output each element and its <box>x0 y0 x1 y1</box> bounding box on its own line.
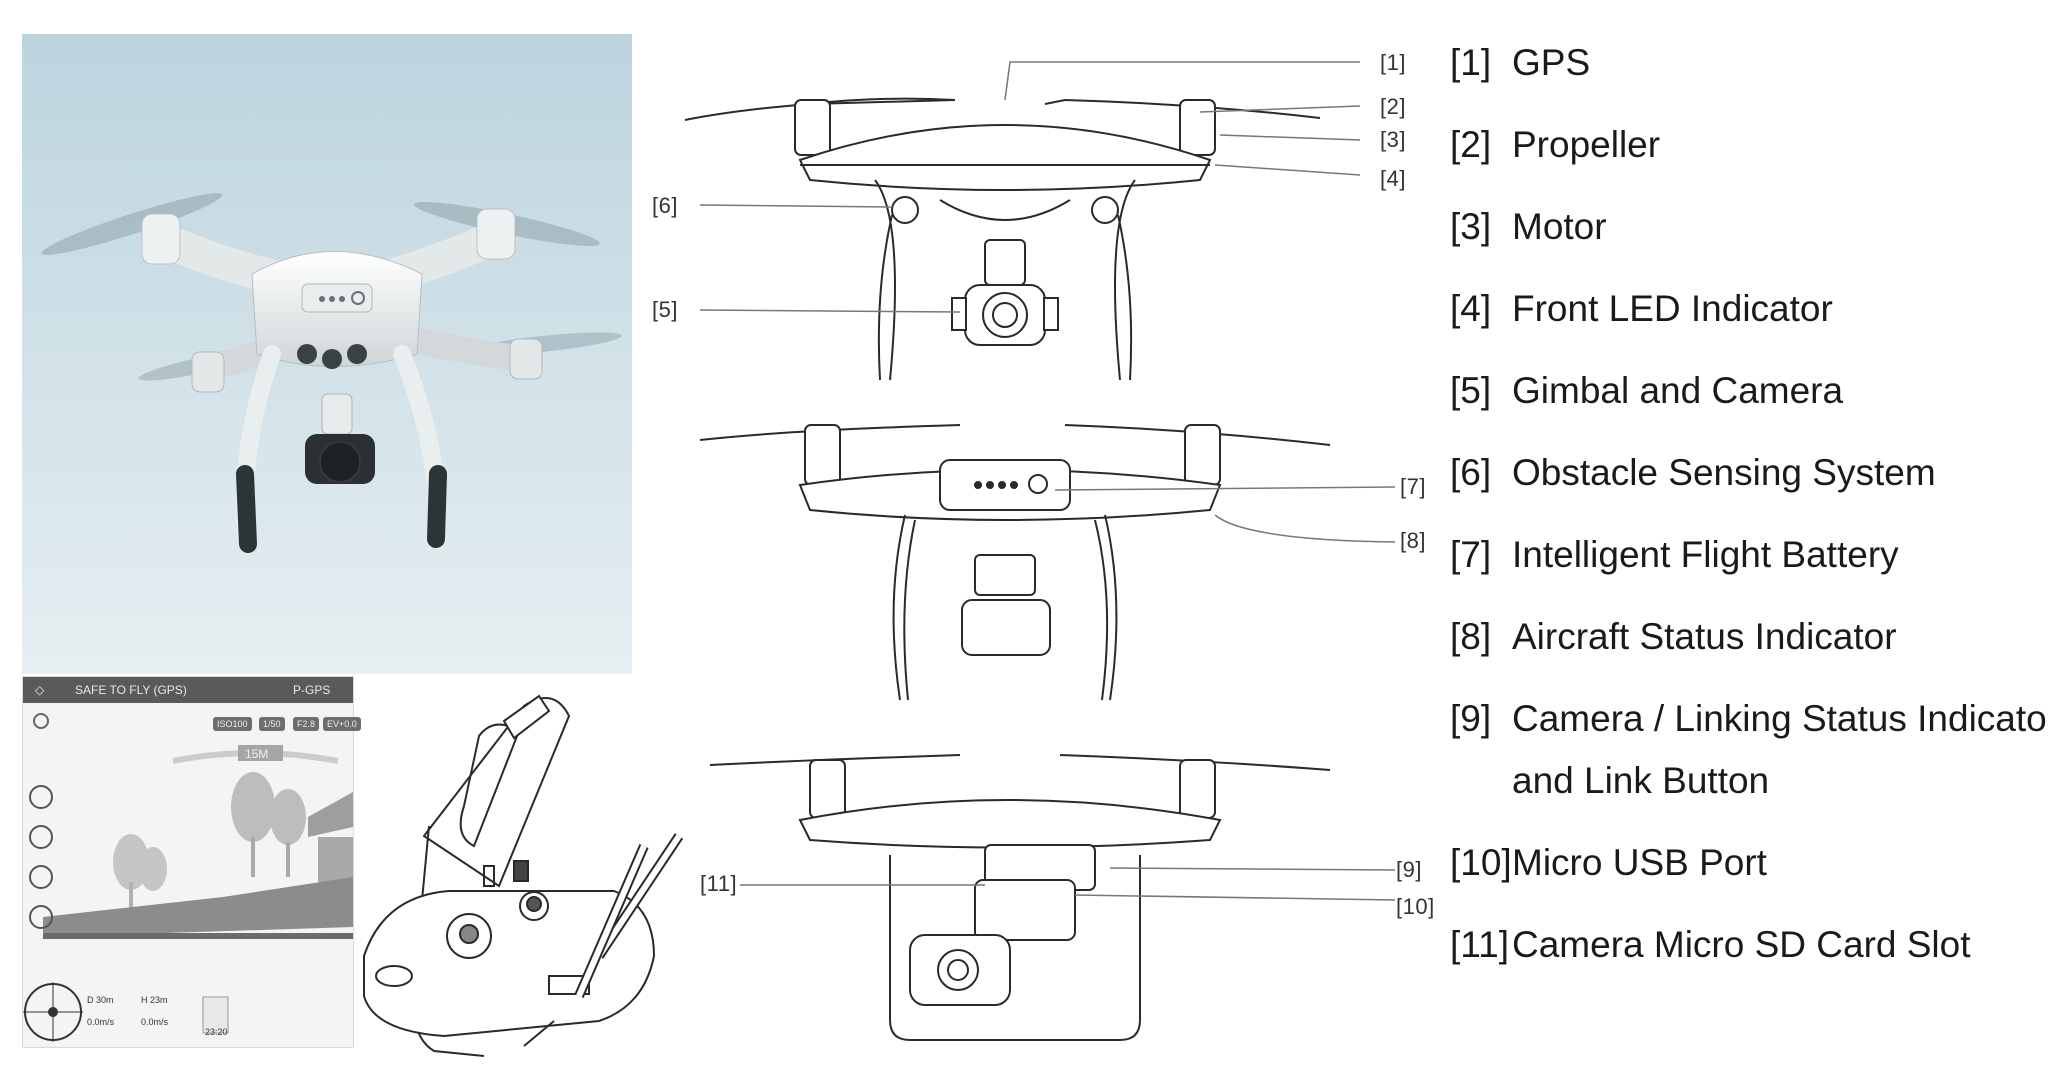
tapfly-icon <box>29 905 53 929</box>
app-scene <box>23 713 353 1042</box>
callout-6: [6] <box>652 193 678 218</box>
legend-text: Camera Micro SD Card Slot <box>1512 924 1971 965</box>
callout-5: [5] <box>652 297 678 322</box>
legend-item-11: [11]Camera Micro SD Card Slot <box>1450 924 1971 966</box>
app-telemetry-d: D 30m <box>87 995 114 1005</box>
legend-text: Aircraft Status Indicator <box>1512 616 1897 657</box>
app-telemetry-h: H 23m <box>141 995 168 1005</box>
leader-lines <box>699 61 1396 901</box>
return-home-icon <box>29 825 53 849</box>
legend-item-7: [7] Intelligent Flight Battery <box>1450 534 1899 576</box>
legend-num: [3] <box>1450 206 1492 247</box>
app-speed-v: 0.0m/s <box>141 1017 169 1027</box>
legend-text: Gimbal and Camera <box>1512 370 1844 411</box>
legend-num: [7] <box>1450 534 1492 575</box>
settings-icon <box>33 713 49 729</box>
drone-line-diagrams: [1] [2] [3] [4] [5] [6] [7] [8] [9] [10]… <box>640 0 1460 1072</box>
callout-10: [10] <box>1396 894 1435 919</box>
callout-7: [7] <box>1400 474 1426 499</box>
legend-item-5: [5] Gimbal and Camera <box>1450 370 1843 412</box>
callout-2: [2] <box>1380 94 1406 119</box>
legend-num: [5] <box>1450 370 1492 411</box>
legend-text: Micro USB Port <box>1512 842 1767 883</box>
callout-3: [3] <box>1380 127 1406 152</box>
intelligent-flight-icon <box>29 865 53 889</box>
drone-photo-illustration <box>22 34 632 674</box>
legend-item-10: [10]Micro USB Port <box>1450 842 1767 884</box>
app-speed-h: 0.0m/s <box>87 1017 115 1027</box>
legend-text: Propeller <box>1512 124 1661 165</box>
app-status-text: SAFE TO FLY (GPS) <box>75 683 187 697</box>
legend-num: [8] <box>1450 616 1492 657</box>
app-mode-text: P-GPS <box>293 683 331 697</box>
legend-item-9-cont: and Link Button <box>1512 760 1770 801</box>
legend-item-1: [1] GPS <box>1450 42 1590 84</box>
drone-photo <box>22 34 632 674</box>
callout-8: [8] <box>1400 528 1426 553</box>
callout-1: [1] <box>1380 50 1406 75</box>
app-status-bar: ◇ SAFE TO FLY (GPS) P-GPS <box>23 677 353 703</box>
legend-item-3: [3] Motor <box>1450 206 1607 248</box>
drone-views-illustration <box>684 61 1396 1041</box>
remote-controller-illustration <box>363 694 684 1057</box>
legend-num: [6] <box>1450 452 1492 493</box>
drone-side-view <box>709 754 1331 1041</box>
takeoff-icon <box>29 785 53 809</box>
callout-9: [9] <box>1396 857 1422 882</box>
legend-item-2: [2] Propeller <box>1450 124 1660 166</box>
app-chip-shutter: 1/50 <box>259 717 285 731</box>
legend-text: Front LED Indicator <box>1512 288 1833 329</box>
legend-num: [11] <box>1450 924 1509 965</box>
legend-num: [1] <box>1450 42 1492 83</box>
legend-text: Motor <box>1512 206 1607 247</box>
dji-logo-icon: ◇ <box>35 683 45 697</box>
drone-front-view <box>684 97 1321 381</box>
legend-text: Camera / Linking Status Indicato <box>1512 698 2047 739</box>
callout-11: [11] <box>700 871 738 896</box>
legend-num: [10] <box>1450 842 1512 883</box>
app-battery-time: 23:20 <box>205 1027 228 1037</box>
legend-num: [9] <box>1450 698 1492 739</box>
remote-controller-drawing <box>354 676 684 1066</box>
app-screenshot: ◇ SAFE TO FLY (GPS) P-GPS ISO100 1/50 F2… <box>22 676 361 1048</box>
app-distance: 15M <box>245 747 269 761</box>
legend-text: Obstacle Sensing System <box>1512 452 1936 493</box>
callout-4: [4] <box>1380 166 1406 191</box>
app-chip-iso: ISO100 <box>213 717 252 731</box>
legend-item-4: [4] Front LED Indicator <box>1450 288 1833 330</box>
parts-legend: [1] GPS [2] Propeller [3] Motor [4] Front LE… <box>1450 30 2050 1010</box>
legend-num: [4] <box>1450 288 1492 329</box>
drone-rear-view <box>699 424 1331 701</box>
legend-item-6: [6] Obstacle Sensing System <box>1450 452 1936 494</box>
legend-item-8: [8] Aircraft Status Indicator <box>1450 616 1897 658</box>
legend-num: [2] <box>1450 124 1492 165</box>
legend-text: Intelligent Flight Battery <box>1512 534 1899 575</box>
legend-text: GPS <box>1512 42 1591 83</box>
app-chip-aperture: F2.8 <box>293 717 320 731</box>
legend-item-9: [9] Camera / Linking Status Indicato <box>1450 698 2047 740</box>
app-chip-ev: EV+0.0 <box>323 717 361 731</box>
